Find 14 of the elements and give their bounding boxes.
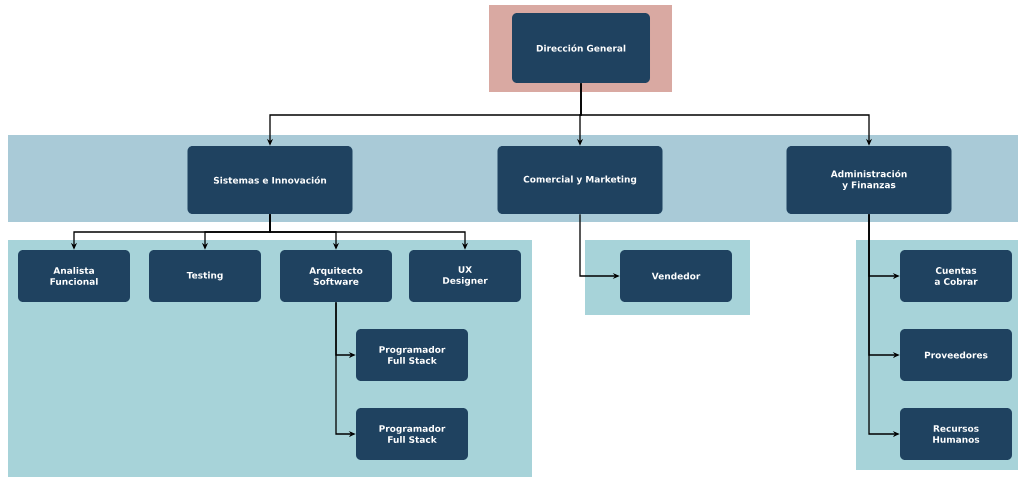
- org-box: Comercial y Marketing: [497, 146, 663, 214]
- org-box: Programador Full Stack: [356, 408, 468, 460]
- org-box: Programador Full Stack: [356, 329, 468, 381]
- org-box: Cuentas a Cobrar: [900, 250, 1012, 302]
- org-box: Proveedores: [900, 329, 1012, 381]
- org-box: UX Designer: [409, 250, 521, 302]
- org-box: Recursos Humanos: [900, 408, 1012, 460]
- org-box: Vendedor: [620, 250, 732, 302]
- org-box: Testing: [149, 250, 261, 302]
- org-box: Arquitecto Software: [280, 250, 392, 302]
- org-box: Administración y Finanzas: [786, 146, 952, 214]
- org-box: Sistemas e Innovación: [187, 146, 353, 214]
- org-box: Analista Funcional: [18, 250, 130, 302]
- org-box: Dirección General: [512, 13, 650, 83]
